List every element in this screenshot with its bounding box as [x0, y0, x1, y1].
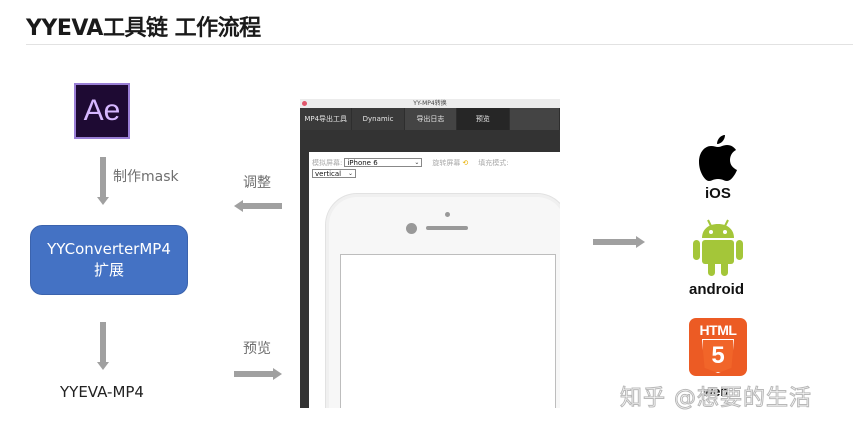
phone-sensor-icon: [406, 223, 417, 234]
phone-camera-icon: [445, 212, 450, 217]
apple-icon: [699, 135, 737, 181]
html5-text: HTML: [699, 322, 737, 338]
preview-settings: 模拟屏幕: iPhone 6 ⌄ 旋转屏幕 ⟲ 填充模式: vertical ⌄: [312, 157, 557, 178]
converter-extension-box: YYConverterMP4 扩展: [30, 225, 188, 295]
toolbar: [300, 130, 560, 152]
device-select[interactable]: iPhone 6 ⌄: [344, 158, 423, 167]
tab-bar: MP4导出工具 Dynamic 导出日志 预览: [300, 108, 560, 130]
left-panel: [300, 152, 309, 408]
phone-speaker-icon: [426, 226, 468, 230]
tab-bar-filler: [509, 108, 560, 130]
arrow-right-icon: [593, 236, 645, 248]
close-button[interactable]: [302, 101, 307, 106]
device-value: iPhone 6: [347, 158, 378, 167]
html5-icon: HTML 5: [689, 318, 747, 376]
android-icon: [693, 219, 743, 276]
phone-screen: [340, 254, 556, 408]
window-titlebar: YY-MP4转换: [300, 99, 560, 108]
android-label: android: [689, 281, 744, 298]
tab-export-log[interactable]: 导出日志: [404, 108, 458, 130]
ae-icon-text: Ae: [83, 94, 121, 127]
ios-label: iOS: [705, 185, 731, 202]
chevron-down-icon: ⌄: [347, 170, 353, 177]
after-effects-icon: Ae: [74, 83, 130, 139]
html5-shield-icon: 5: [702, 339, 734, 373]
preview-label: 预览: [243, 341, 271, 357]
title-divider: [26, 44, 853, 45]
web-label: web: [703, 384, 729, 399]
converter-name: YYConverterMP4: [47, 240, 171, 258]
preview-panel: 模拟屏幕: iPhone 6 ⌄ 旋转屏幕 ⟲ 填充模式: vertical ⌄: [309, 152, 560, 408]
watermark: 知乎 @想要的生活: [620, 386, 812, 412]
converter-subtitle: 扩展: [93, 261, 124, 279]
tab-dynamic[interactable]: Dynamic: [352, 108, 405, 130]
rotate-label[interactable]: 旋转屏幕: [432, 158, 461, 167]
tab-preview[interactable]: 预览: [457, 108, 510, 130]
adjust-label: 调整: [243, 175, 271, 191]
fill-mode-label: 填充模式:: [478, 158, 509, 167]
tab-mp4-export[interactable]: MP4导出工具: [300, 108, 353, 130]
chevron-down-icon: ⌄: [414, 159, 420, 166]
screen-label: 模拟屏幕:: [312, 158, 343, 167]
make-mask-label: 制作mask: [113, 169, 179, 185]
arrow-right-icon: [234, 368, 282, 380]
rotate-icon[interactable]: ⟲: [462, 158, 469, 167]
fill-mode-value: vertical: [315, 169, 342, 178]
output-file-label: YYEVA-MP4: [60, 383, 144, 401]
window-title: YY-MP4转换: [413, 100, 447, 107]
mp4-converter-window: YY-MP4转换 MP4导出工具 Dynamic 导出日志 预览 模拟屏幕: i…: [300, 99, 560, 408]
arrow-down-icon: [97, 157, 109, 205]
arrow-down-icon: [97, 322, 109, 370]
page-title: YYEVA工具链 工作流程: [26, 16, 261, 41]
arrow-left-icon: [234, 200, 282, 212]
iphone-frame: [325, 193, 560, 408]
fill-mode-select[interactable]: vertical ⌄: [312, 169, 356, 178]
